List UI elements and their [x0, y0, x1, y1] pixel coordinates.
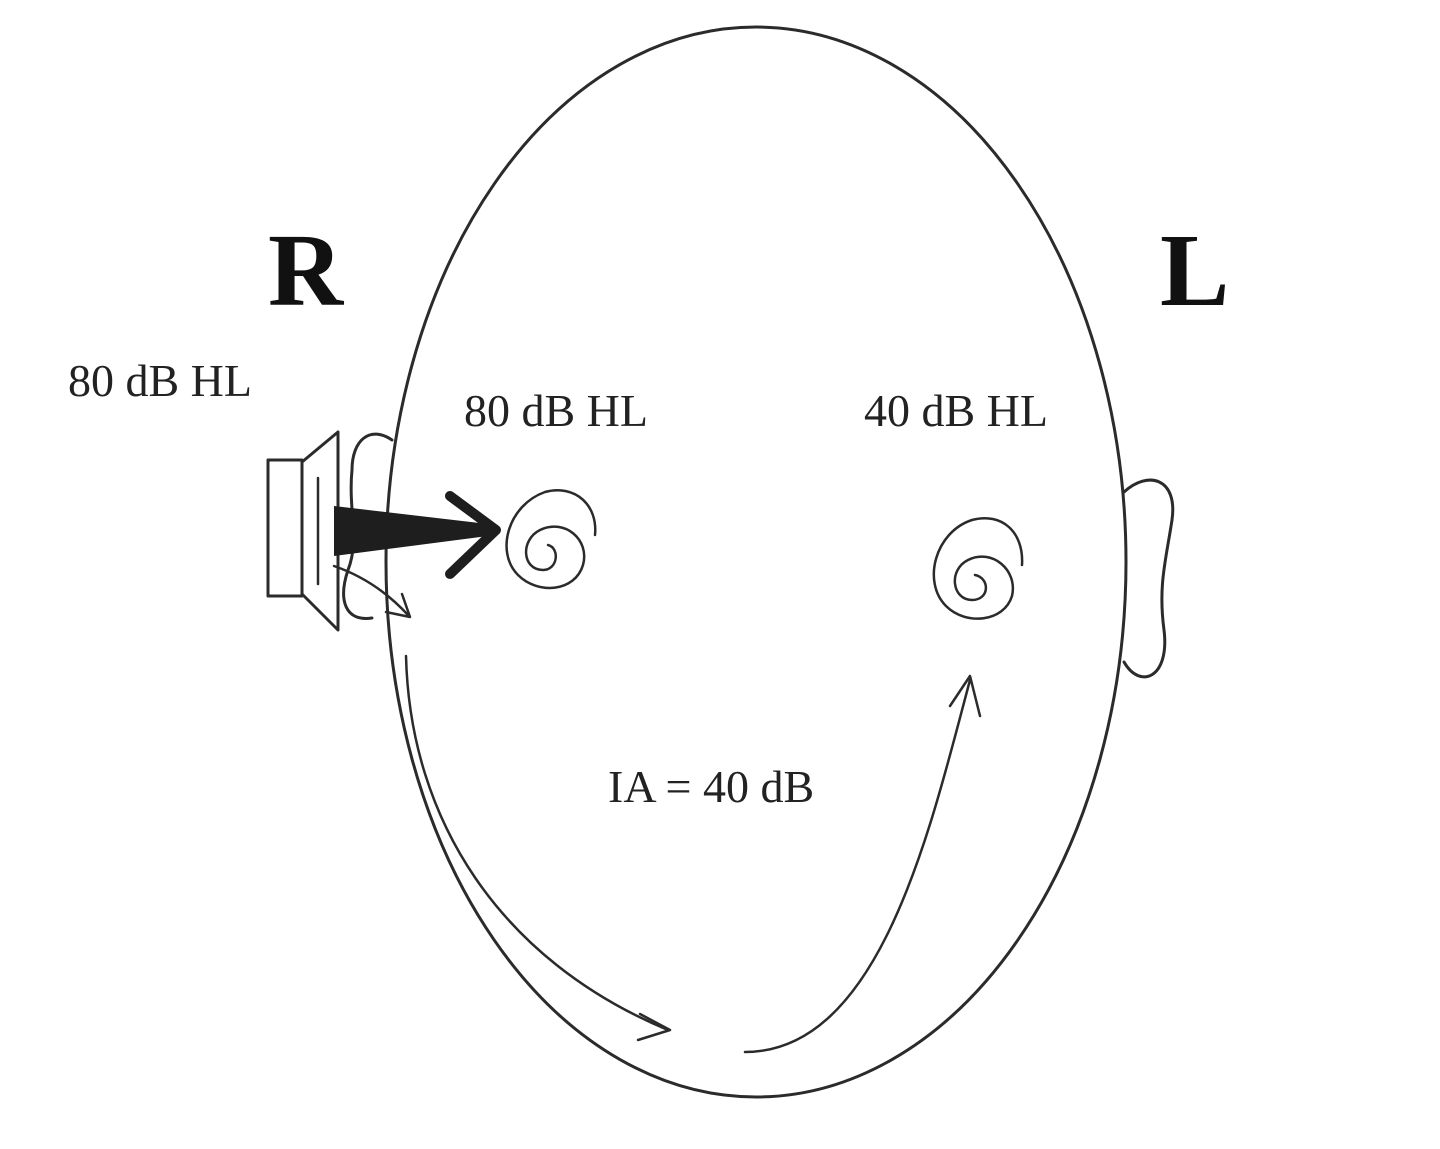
interaural-attenuation-label: IA = 40 dB [608, 761, 814, 812]
earphone-icon [266, 430, 340, 632]
right-cochlea-spiral-icon [505, 489, 597, 590]
skull-entry-arrow [332, 564, 412, 619]
right-side-label: R [268, 213, 345, 328]
left-cochlea-spiral-icon [932, 517, 1024, 620]
left-cochlea-level-label: 40 dB HL [864, 385, 1048, 436]
left-side-label: L [1160, 213, 1229, 328]
right-cochlea-level-label: 80 dB HL [464, 385, 648, 436]
air-conduction-arrow [334, 491, 501, 579]
left-ear-icon [1122, 478, 1175, 679]
earphone-level-label: 80 dB HL [68, 355, 252, 406]
bone-conduction-crossover-arrow [404, 654, 982, 1054]
head-outline [384, 25, 1128, 1099]
